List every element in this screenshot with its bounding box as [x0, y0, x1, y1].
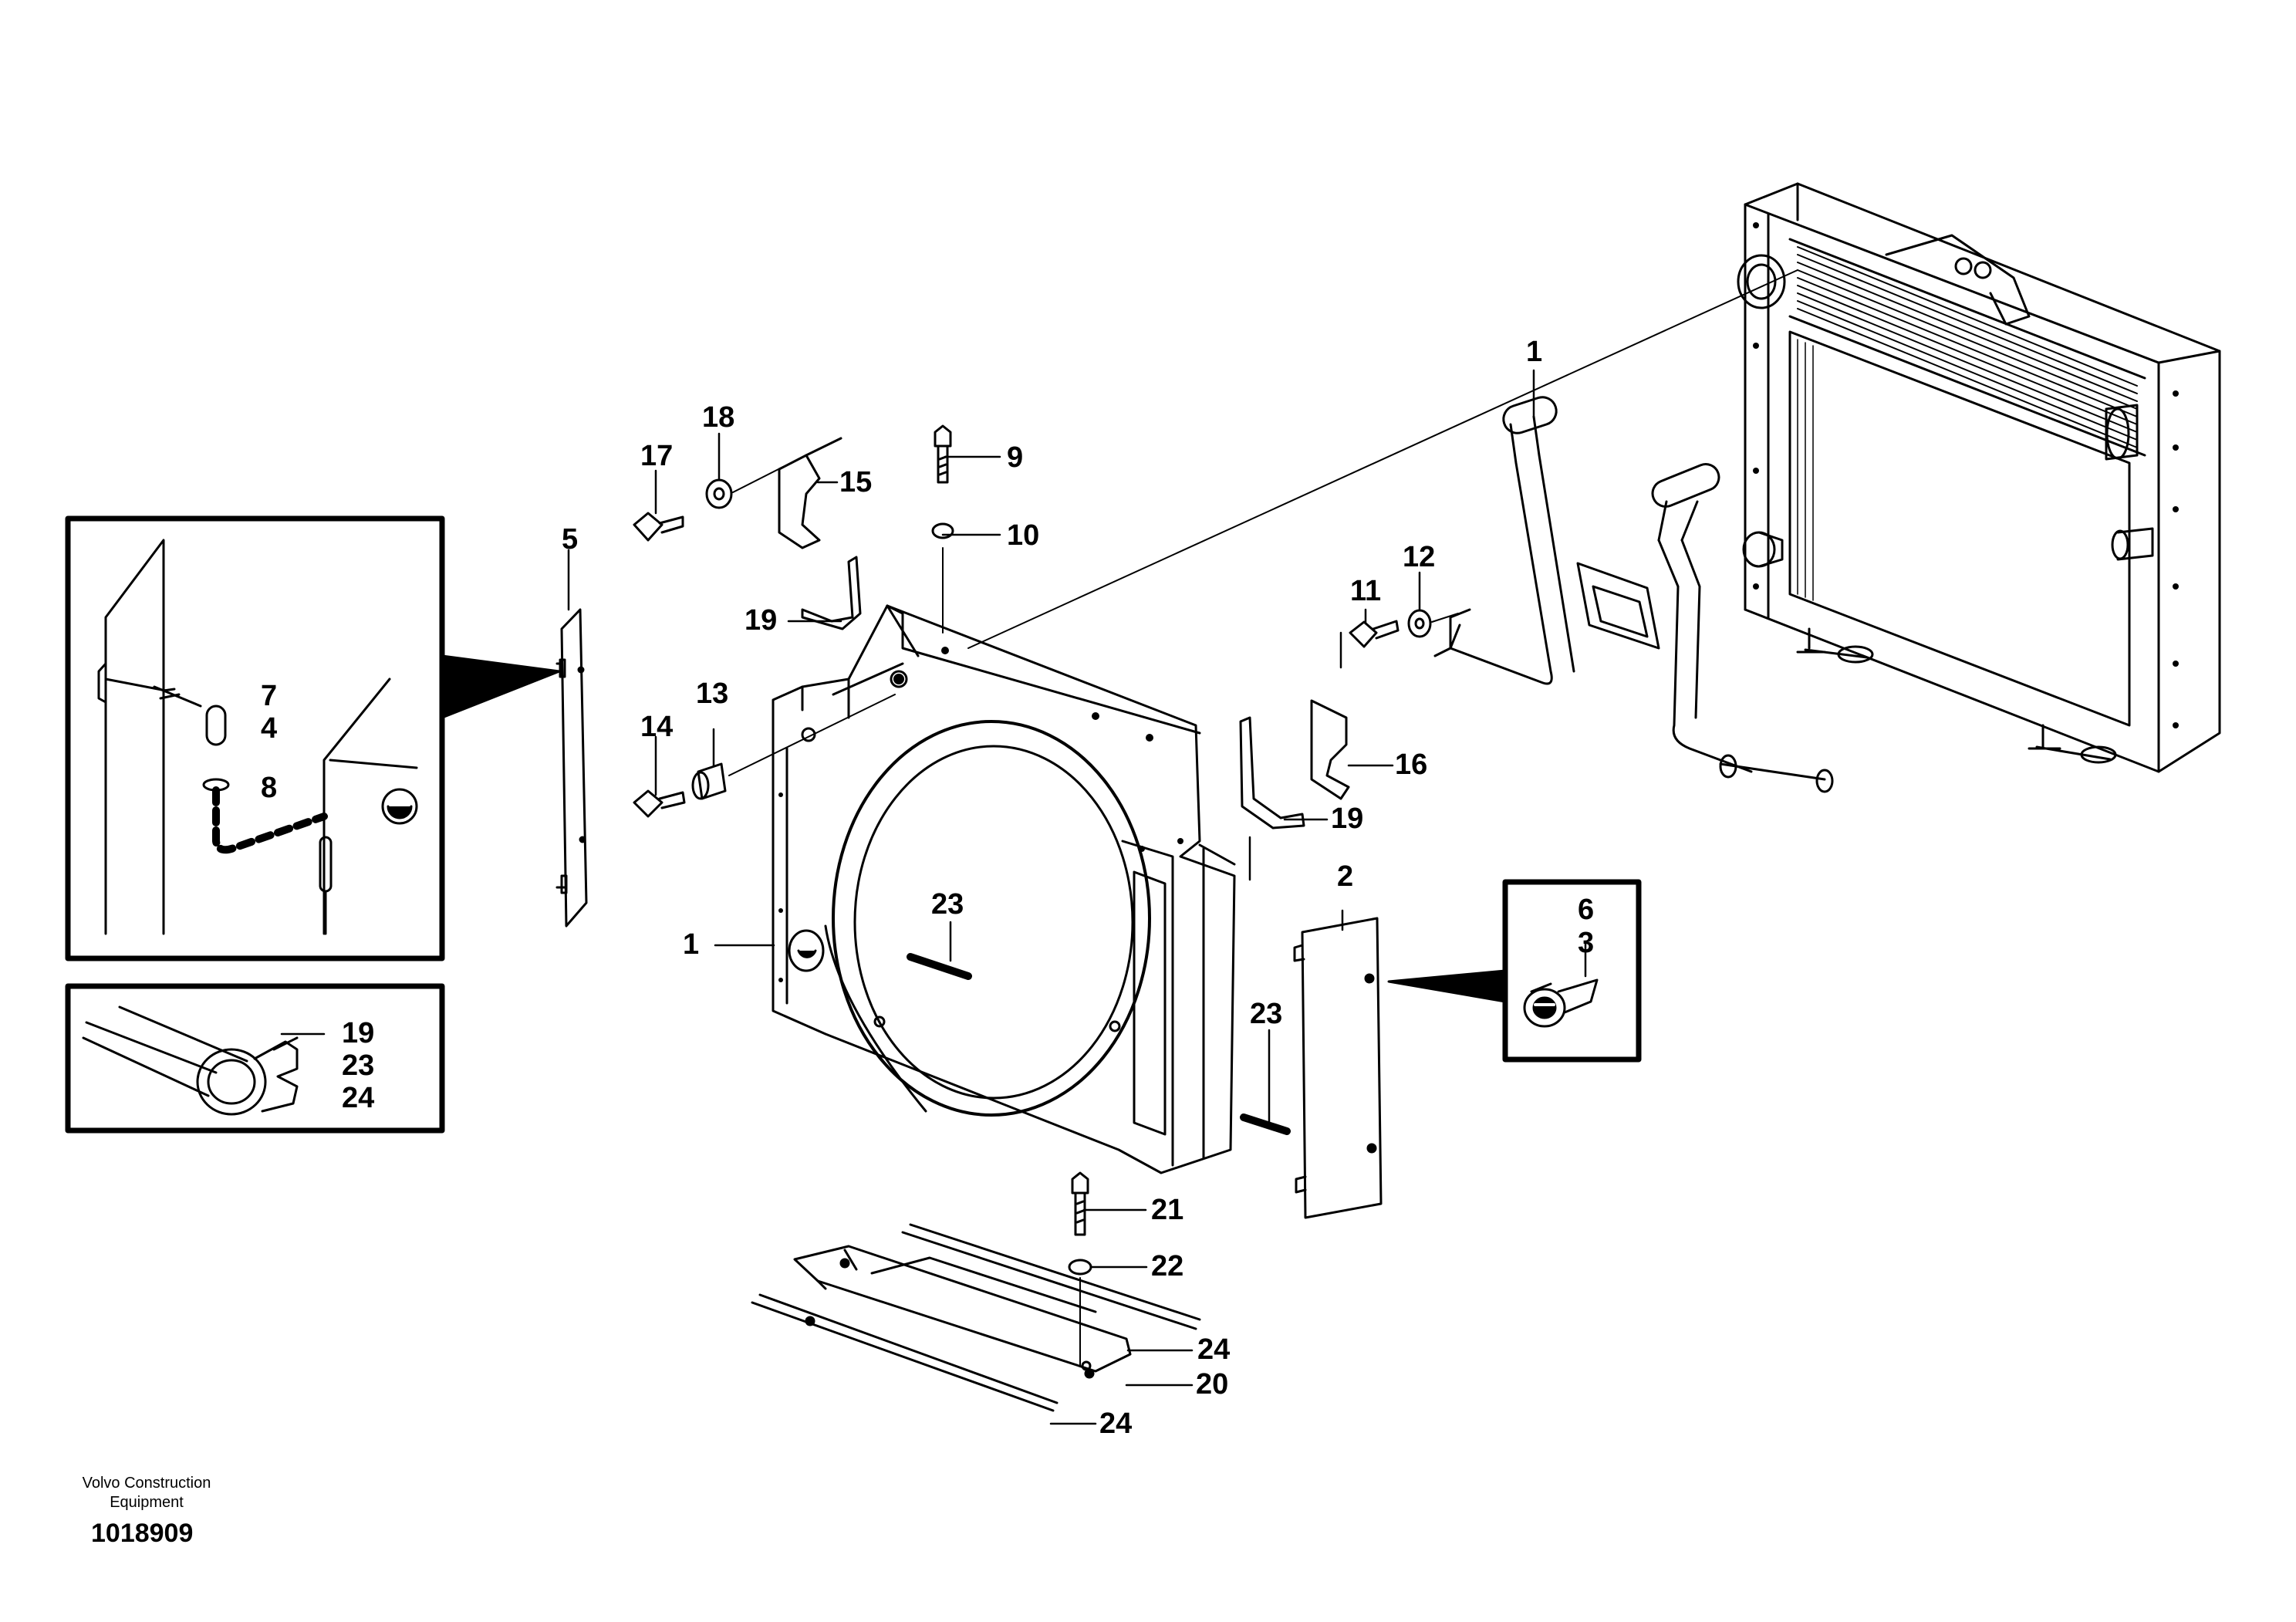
callout-4: 4: [261, 712, 278, 745]
callout-1-stays: 1: [1526, 336, 1543, 368]
brand-line-1: Volvo Construction: [82, 1475, 211, 1492]
callout-21: 21: [1151, 1194, 1184, 1226]
callout-19-seal-detail: 19: [342, 1017, 375, 1049]
callout-22: 22: [1151, 1250, 1184, 1282]
callout-12: 12: [1403, 541, 1436, 573]
callout-23-seal-detail: 23: [342, 1049, 375, 1082]
callout-19-left: 19: [745, 604, 778, 637]
brand-label: Volvo Construction Equipment: [46, 1474, 247, 1512]
callout-20: 20: [1196, 1368, 1229, 1401]
callout-17: 17: [640, 440, 674, 472]
leader-lines: [280, 369, 1587, 1425]
bottom-plate-20: [751, 1223, 1201, 1412]
callout-2: 2: [1337, 860, 1354, 893]
detail-box-latch: [65, 515, 561, 961]
radiator: [1737, 182, 2221, 773]
callout-18: 18: [702, 401, 735, 434]
callout-6: 6: [1578, 894, 1595, 926]
seal-strip-23: [907, 953, 1291, 1135]
side-panel-5: [555, 608, 588, 928]
callout-9: 9: [1007, 441, 1024, 474]
callout-24-seal-detail: 24: [342, 1082, 375, 1114]
callout-10: 10: [1007, 519, 1040, 552]
brand-line-2: Equipment: [110, 1494, 184, 1511]
cover-plate-2: [1293, 917, 1383, 1219]
callout-14: 14: [640, 711, 674, 743]
callout-5: 5: [562, 523, 579, 556]
callout-19-right: 19: [1331, 803, 1364, 835]
callout-1-shroud: 1: [683, 928, 700, 961]
hardware: [633, 269, 1798, 1367]
callout-3: 3: [1578, 927, 1595, 959]
callout-8: 8: [261, 772, 278, 804]
callout-23-right: 23: [1250, 998, 1283, 1030]
mounting-stays: [1433, 396, 1834, 793]
detail-box-lock: [1387, 879, 1642, 1063]
callout-7: 7: [261, 680, 278, 712]
callout-23-shroud: 23: [931, 888, 964, 921]
callout-15: 15: [839, 466, 873, 498]
callout-16: 16: [1395, 748, 1428, 781]
callout-13: 13: [696, 678, 729, 710]
callout-11: 11: [1350, 575, 1382, 607]
callout-24-top: 24: [1197, 1333, 1231, 1366]
detail-box-seal: [65, 983, 445, 1134]
callout-24-bottom: 24: [1099, 1407, 1133, 1440]
fan-shroud: [772, 604, 1236, 1174]
drawing-number: 1018909: [91, 1519, 194, 1548]
